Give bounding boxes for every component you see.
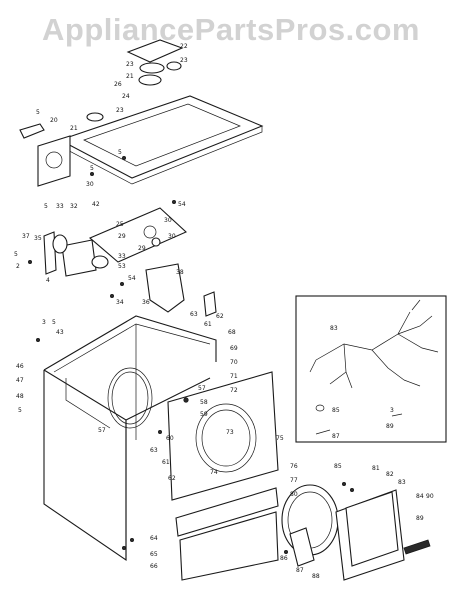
callout-label: 23 bbox=[116, 107, 124, 114]
callout-label: 3 bbox=[390, 407, 394, 414]
callout-label: 26 bbox=[114, 81, 122, 88]
callout-label: 62 bbox=[216, 313, 224, 320]
callout-label: 21 bbox=[126, 73, 134, 80]
callout-label: 62 bbox=[168, 475, 176, 482]
callout-label: 83 bbox=[398, 479, 406, 486]
callout-label: 72 bbox=[230, 387, 238, 394]
callout-label: 5 bbox=[18, 407, 22, 414]
callout-label: 77 bbox=[290, 477, 298, 484]
callout-label: 5 bbox=[14, 251, 18, 258]
callout-label: 22 bbox=[180, 43, 188, 50]
callout-label: 89 bbox=[386, 423, 394, 430]
blower-housing bbox=[43, 231, 109, 277]
top-panel bbox=[58, 95, 264, 185]
wiring-harness-inset bbox=[295, 295, 447, 443]
callout-label: 70 bbox=[230, 359, 238, 366]
callout-label: 2 bbox=[16, 263, 20, 270]
callout-label: 83 bbox=[330, 325, 338, 332]
callout-label: 54 bbox=[128, 275, 136, 282]
callout-label: 57 bbox=[198, 385, 206, 392]
callout-label: 29 bbox=[138, 245, 146, 252]
callout-label: 30 bbox=[168, 233, 176, 240]
callout-label: 46 bbox=[16, 363, 24, 370]
callout-label: 37 bbox=[22, 233, 30, 240]
callout-label: 34 bbox=[116, 299, 124, 306]
callout-label: 90 bbox=[426, 493, 434, 500]
callout-label: 82 bbox=[386, 471, 394, 478]
callout-labels: 23 22 21 23 26 23 24 5 20 21 5 30 5 54 5… bbox=[14, 43, 434, 580]
callout-label: 53 bbox=[118, 263, 126, 270]
cabinet bbox=[43, 315, 217, 562]
callout-label: 33 bbox=[56, 203, 64, 210]
callout-label: 68 bbox=[228, 329, 236, 336]
callout-label: 74 bbox=[210, 469, 218, 476]
callout-label: 64 bbox=[150, 535, 158, 542]
callout-label: 87 bbox=[296, 567, 304, 574]
callout-label: 24 bbox=[122, 93, 130, 100]
callout-label: 63 bbox=[150, 447, 158, 454]
callout-label: 43 bbox=[56, 329, 64, 336]
callout-label: 84 bbox=[416, 493, 424, 500]
callout-label: 75 bbox=[276, 435, 284, 442]
callout-label: 63 bbox=[190, 311, 198, 318]
callout-label: 5 bbox=[44, 203, 48, 210]
door-assembly bbox=[281, 484, 431, 581]
callout-label: 3 bbox=[42, 319, 46, 326]
callout-label: 5 bbox=[36, 109, 40, 116]
control-console bbox=[19, 123, 71, 187]
front-panel bbox=[167, 371, 279, 581]
callout-label: 23 bbox=[126, 61, 134, 68]
support-bracket bbox=[145, 263, 217, 317]
callout-label: 23 bbox=[180, 57, 188, 64]
callout-label: 59 bbox=[200, 411, 208, 418]
hardware bbox=[27, 155, 354, 555]
callout-label: 30 bbox=[164, 217, 172, 224]
callout-label: 69 bbox=[230, 345, 238, 352]
callout-label: 61 bbox=[162, 459, 170, 466]
callout-label: 5 bbox=[90, 165, 94, 172]
callout-label: 65 bbox=[150, 551, 158, 558]
callout-label: 88 bbox=[312, 573, 320, 580]
callout-label: 76 bbox=[290, 463, 298, 470]
callout-label: 29 bbox=[118, 233, 126, 240]
callout-label: 57 bbox=[98, 427, 106, 434]
callout-label: 32 bbox=[70, 203, 78, 210]
callout-label: 73 bbox=[226, 429, 234, 436]
callout-label: 20 bbox=[50, 117, 58, 124]
callout-label: 58 bbox=[200, 399, 208, 406]
callout-label: 85 bbox=[334, 463, 342, 470]
callout-label: 80 bbox=[290, 491, 298, 498]
callout-label: 48 bbox=[16, 393, 24, 400]
callout-label: 5 bbox=[52, 319, 56, 326]
callout-label: 33 bbox=[118, 253, 126, 260]
callout-label: 47 bbox=[16, 377, 24, 384]
callout-label: 36 bbox=[142, 299, 150, 306]
callout-label: 85 bbox=[332, 407, 340, 414]
callout-label: 81 bbox=[372, 465, 380, 472]
callout-label: 30 bbox=[86, 181, 94, 188]
callout-label: 87 bbox=[332, 433, 340, 440]
callout-label: 5 bbox=[118, 149, 122, 156]
callout-label: 86 bbox=[280, 555, 288, 562]
callout-label: 25 bbox=[116, 221, 124, 228]
callout-label: 42 bbox=[92, 201, 100, 208]
callout-label: 71 bbox=[230, 373, 238, 380]
callout-label: 4 bbox=[46, 277, 50, 284]
callout-label: 66 bbox=[150, 563, 158, 570]
callout-label: 60 bbox=[166, 435, 174, 442]
blower-seal-group bbox=[86, 39, 184, 122]
callout-label: 21 bbox=[70, 125, 78, 132]
blower-mount-plate bbox=[88, 207, 187, 263]
callout-label: 54 bbox=[178, 201, 186, 208]
callout-label: 61 bbox=[204, 321, 212, 328]
callout-label: 89 bbox=[416, 515, 424, 522]
callout-label: 38 bbox=[176, 269, 184, 276]
callout-label: 35 bbox=[34, 235, 42, 242]
